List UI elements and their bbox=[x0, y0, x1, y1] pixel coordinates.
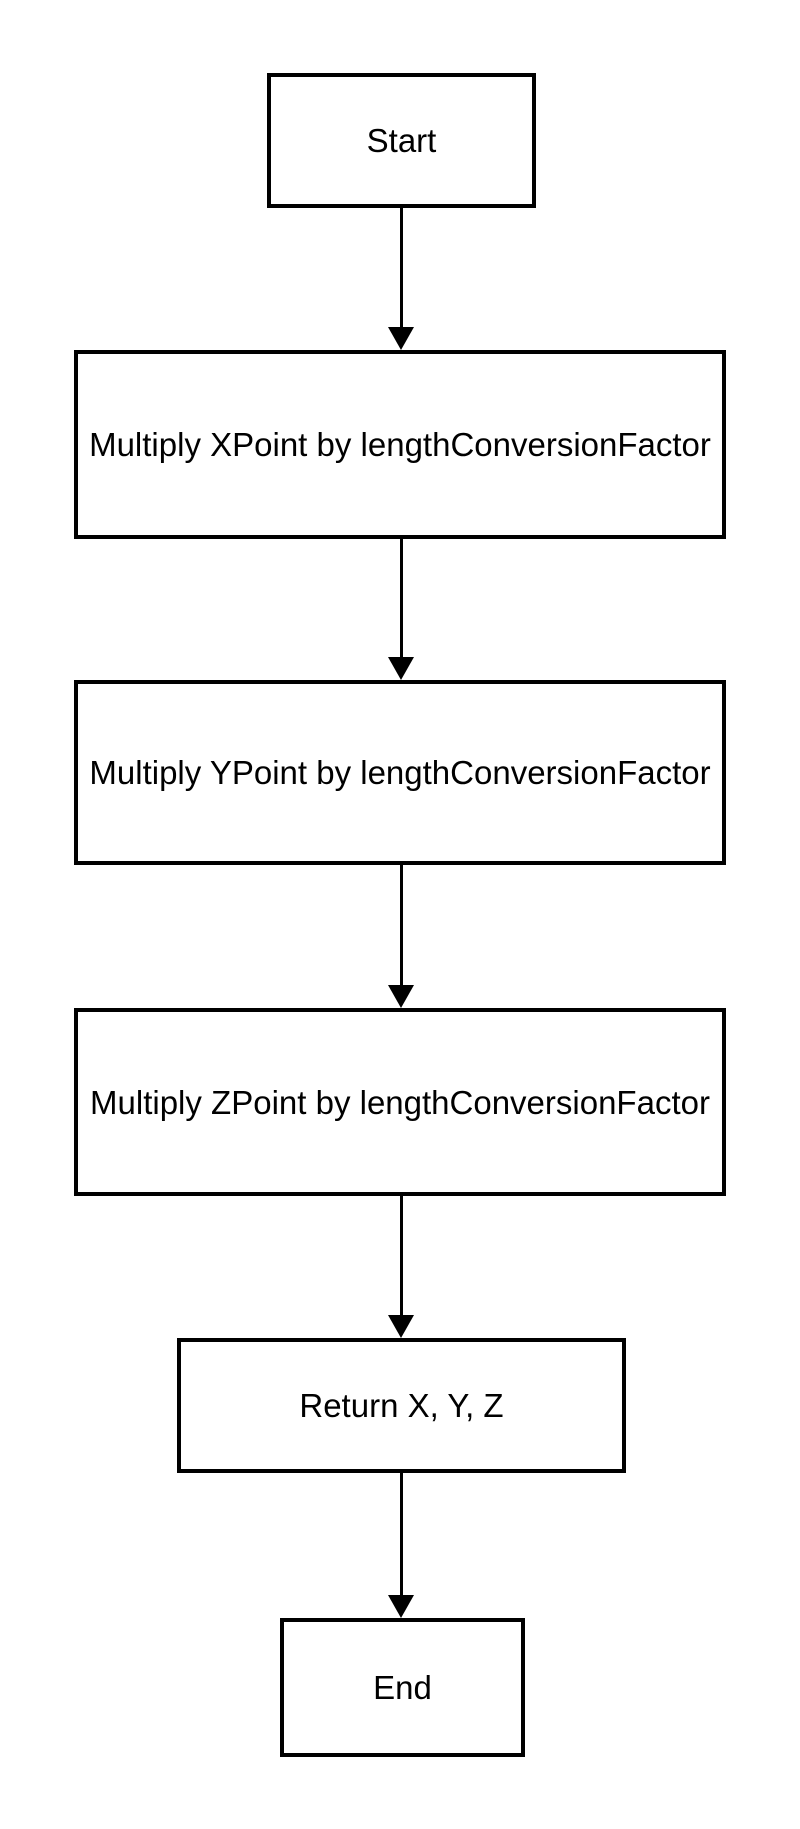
flow-node-multiply-y-label: Multiply YPoint by lengthConversionFacto… bbox=[89, 754, 711, 791]
arrow-line bbox=[399, 1473, 403, 1595]
flow-arrow-multiply-x-to-multiply-y bbox=[388, 539, 414, 680]
flow-arrow-multiply-z-to-return bbox=[388, 1196, 414, 1338]
flow-node-return: Return X, Y, Z bbox=[177, 1338, 626, 1473]
arrow-line bbox=[399, 865, 403, 985]
flow-node-multiply-z-label: Multiply ZPoint by lengthConversionFacto… bbox=[90, 1083, 710, 1121]
arrowhead-down-icon bbox=[388, 1315, 414, 1338]
flow-node-end-label: End bbox=[373, 1669, 432, 1706]
flow-node-multiply-x: Multiply XPoint by lengthConversionFacto… bbox=[74, 350, 726, 539]
arrowhead-down-icon bbox=[388, 1595, 414, 1618]
flow-node-start-label: Start bbox=[366, 122, 437, 159]
arrowhead-down-icon bbox=[388, 985, 414, 1008]
arrowhead-down-icon bbox=[388, 327, 414, 350]
arrow-line bbox=[399, 208, 403, 327]
arrow-line bbox=[399, 539, 403, 657]
arrow-line bbox=[399, 1196, 403, 1315]
flow-node-end: End bbox=[280, 1618, 525, 1757]
flow-arrow-multiply-y-to-multiply-z bbox=[388, 865, 414, 1008]
flow-node-return-label: Return X, Y, Z bbox=[299, 1387, 504, 1424]
flow-node-start: Start bbox=[267, 73, 536, 208]
flow-arrow-return-to-end bbox=[388, 1473, 414, 1618]
flow-arrow-start-to-multiply-x bbox=[388, 208, 414, 350]
arrowhead-down-icon bbox=[388, 657, 414, 680]
flow-node-multiply-z: Multiply ZPoint by lengthConversionFacto… bbox=[74, 1008, 726, 1196]
flow-node-multiply-y: Multiply YPoint by lengthConversionFacto… bbox=[74, 680, 726, 865]
flow-node-multiply-x-label: Multiply XPoint by lengthConversionFacto… bbox=[89, 426, 711, 463]
